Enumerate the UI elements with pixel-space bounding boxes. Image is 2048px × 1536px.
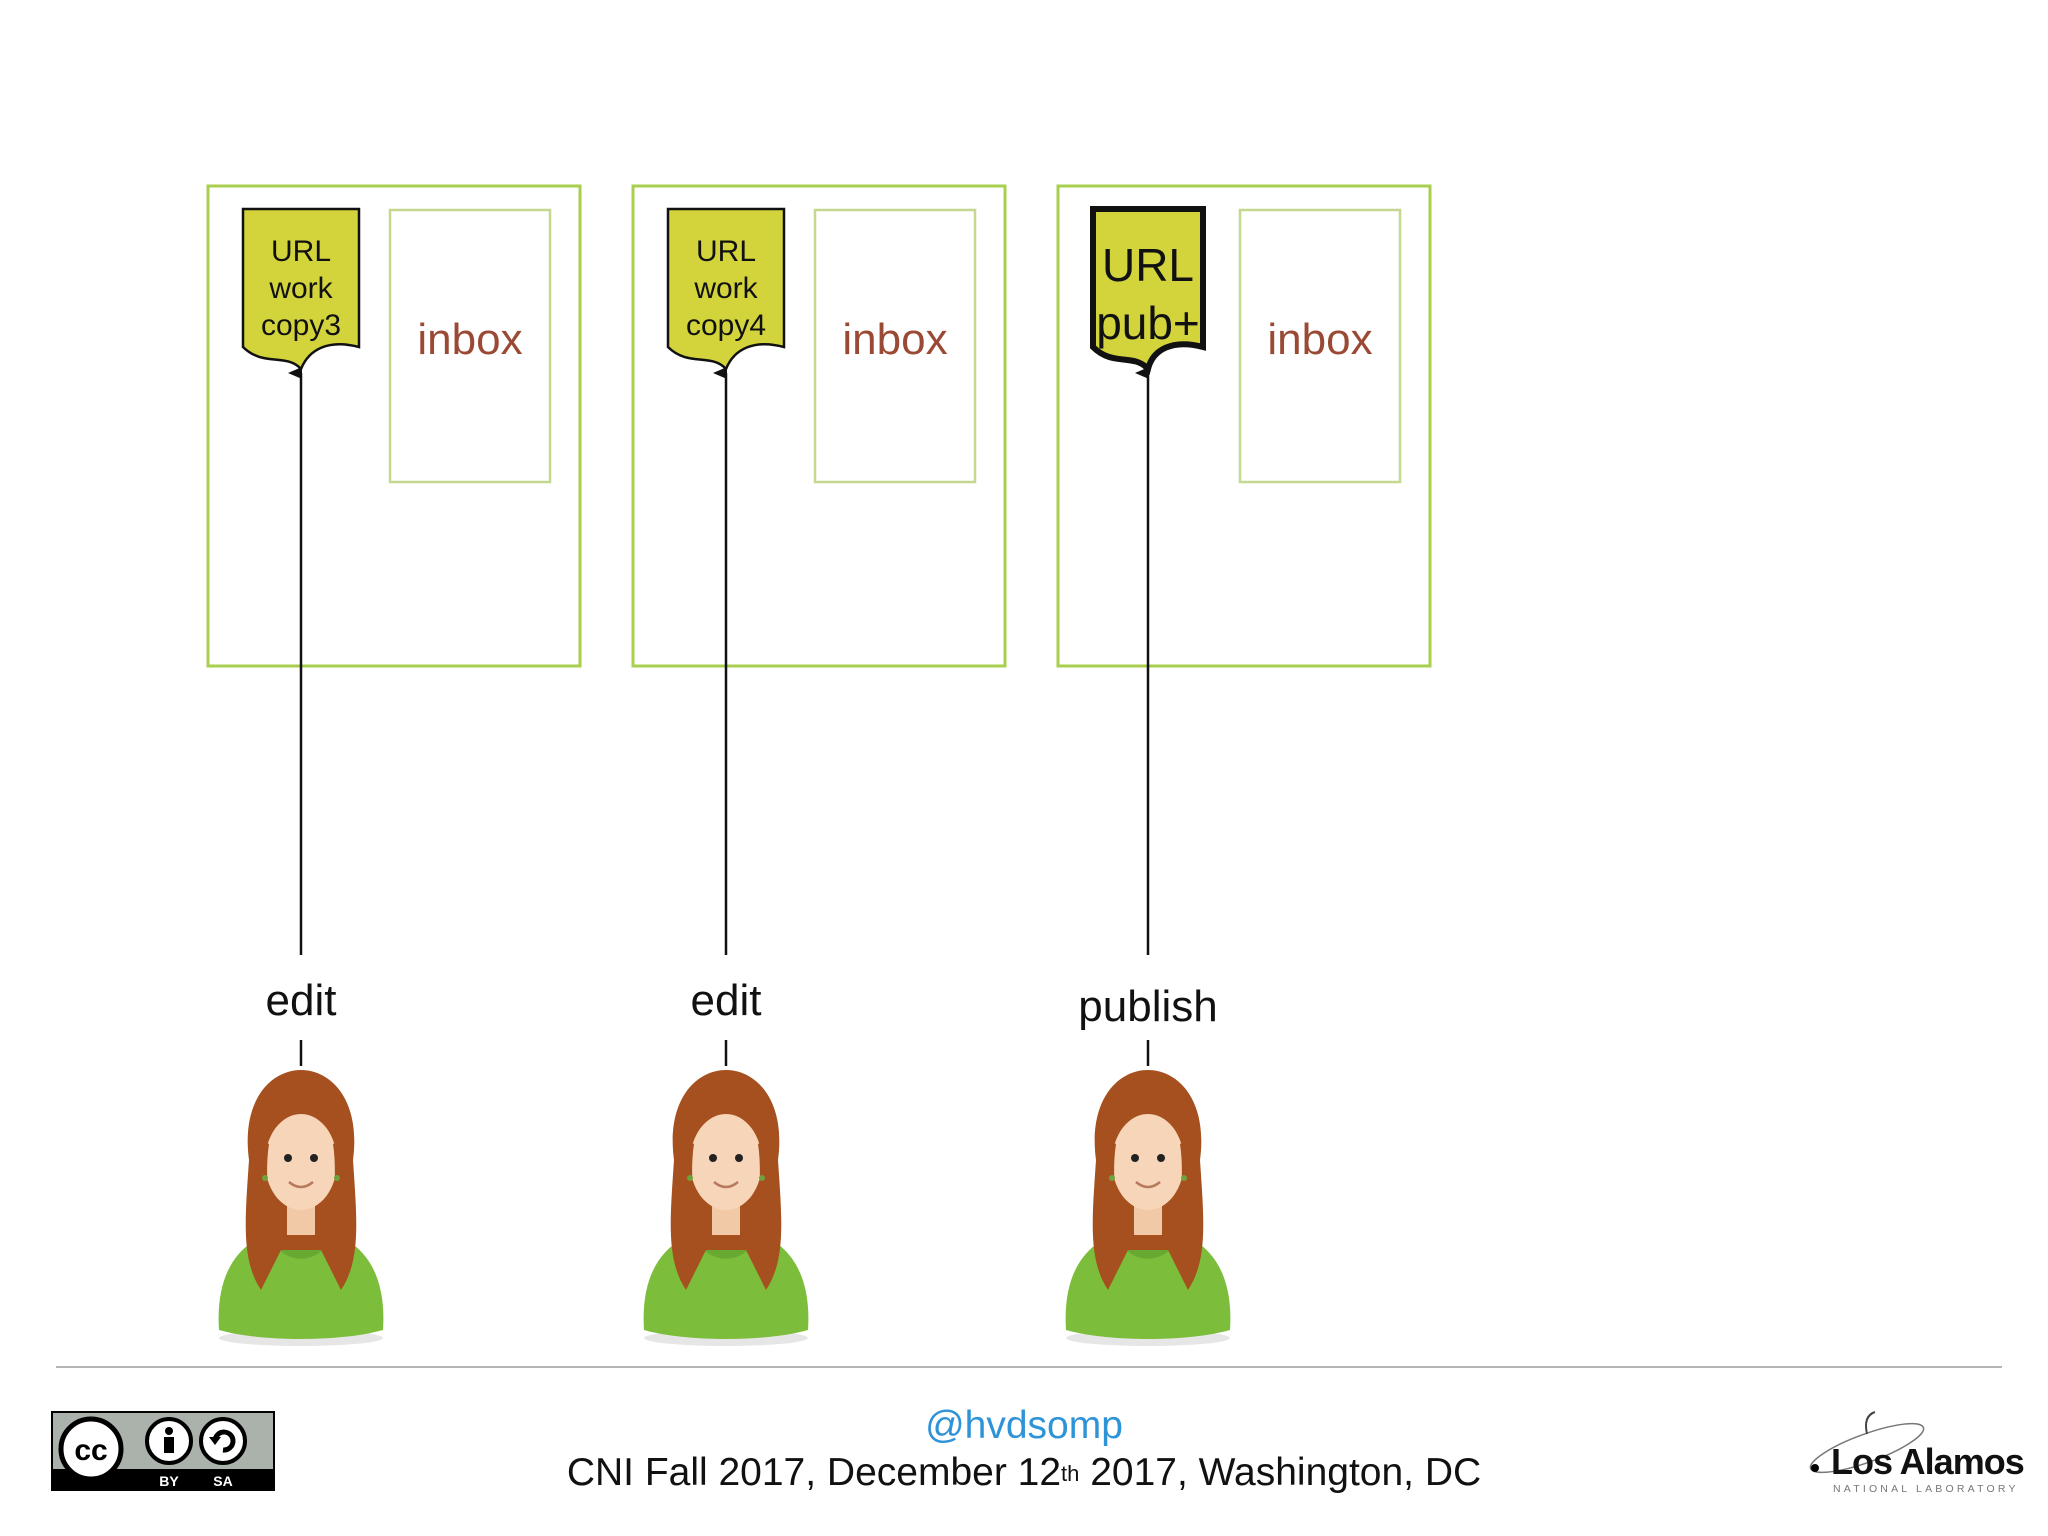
document-line: pub+: [1096, 297, 1200, 349]
conference-info: CNI Fall 2017, December 12th 2017, Washi…: [0, 1451, 2048, 1495]
svg-text:cc: cc: [74, 1434, 107, 1467]
inbox-box: [813, 208, 977, 484]
document-line: URL: [1102, 239, 1194, 291]
document-line: work: [693, 272, 758, 305]
user-avatar: [1064, 1068, 1232, 1348]
action-label: edit: [266, 976, 337, 1025]
user-avatar: [217, 1068, 385, 1348]
user-avatar: [642, 1068, 810, 1348]
workflow-panel: inbox URL pub+ publish: [1056, 184, 1432, 1348]
document-line: URL: [696, 235, 756, 268]
ordinal-suffix: th: [1061, 1461, 1080, 1486]
workflow-panel: inbox URL work copy4 edit: [631, 184, 1007, 1348]
document-line: copy4: [686, 309, 766, 342]
document-line: URL: [271, 235, 331, 268]
logo-subtitle: NATIONAL LABORATORY: [1833, 1483, 2019, 1495]
twitter-handle: @hvdsomp: [925, 1404, 1123, 1447]
cc-by-sa-icon: cc BY SA: [51, 1411, 275, 1491]
document-line: work: [268, 272, 333, 305]
conference-text-end: 2017, Washington, DC: [1079, 1451, 1482, 1494]
sa-label: SA: [213, 1473, 232, 1489]
inbox-box: [1238, 208, 1402, 484]
action-label: edit: [691, 976, 762, 1025]
inbox-label: inbox: [417, 315, 522, 364]
inbox-label: inbox: [842, 315, 947, 364]
los-alamos-logo: Los Alamos NATIONAL LABORATORY: [1809, 1411, 2025, 1495]
action-label: publish: [1078, 982, 1217, 1031]
by-label: BY: [159, 1473, 179, 1489]
document-line: copy3: [261, 309, 341, 342]
conference-text: CNI Fall 2017, December 12: [566, 1451, 1062, 1494]
footer-divider: [56, 1366, 2002, 1368]
inbox-box: [388, 208, 552, 484]
workflow-panel: inbox URL work copy3 edit: [206, 184, 582, 1348]
inbox-label: inbox: [1267, 315, 1372, 364]
logo-name: Los Alamos: [1831, 1441, 2024, 1482]
